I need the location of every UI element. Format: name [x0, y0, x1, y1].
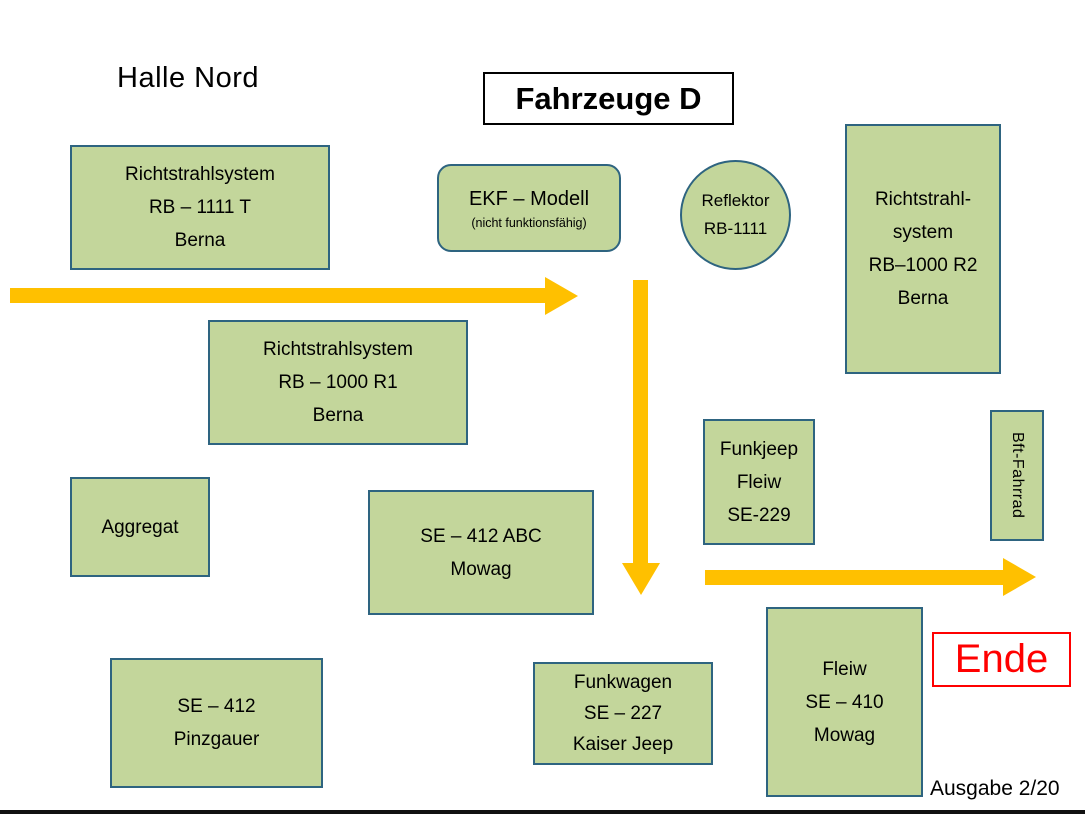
- node-line: Aggregat: [101, 516, 179, 538]
- node-bft-fahrrad: Bft-Fahrrad: [990, 410, 1044, 541]
- node-line: Mowag: [450, 558, 512, 580]
- node-line: SE – 412 ABC: [420, 525, 542, 547]
- node-funkjeep-se229: Funkjeep Fleiw SE-229: [703, 419, 815, 545]
- node-reflektor-rb1111: Reflektor RB-1111: [680, 160, 791, 270]
- node-line: Funkwagen: [573, 672, 673, 693]
- arrow-shaft: [705, 570, 1003, 585]
- node-line: SE-229: [727, 504, 791, 526]
- node-richtstrahlsystem-rb1111t: Richtstrahlsystem RB – 1111 T Berna: [70, 145, 330, 270]
- node-line: Funkjeep: [719, 438, 799, 460]
- node-aggregat: Aggregat: [70, 477, 210, 577]
- node-se412-pinzgauer: SE – 412 Pinzgauer: [110, 658, 323, 788]
- node-line: Bft-Fahrrad: [1009, 432, 1026, 519]
- node-line: Reflektor: [701, 191, 770, 210]
- node-fleiw-se410-mowag: Fleiw SE – 410 Mowag: [766, 607, 923, 797]
- node-line: RB – 1111 T: [148, 197, 252, 218]
- node-line: Berna: [897, 288, 949, 309]
- edition-label: Ausgabe 2/20: [930, 777, 1060, 800]
- node-line: system: [892, 222, 954, 243]
- node-subtitle: (nicht funktionsfähig): [471, 216, 587, 230]
- node-line: Kaiser Jeep: [572, 734, 674, 755]
- arrow-shaft: [633, 280, 648, 563]
- arrow-right-icon: [545, 277, 578, 315]
- node-line: Fleiw: [736, 471, 782, 493]
- node-richtstrahlsystem-rb1000r2: Richtstrahl- system RB–1000 R2 Berna: [845, 124, 1001, 374]
- node-line: Pinzgauer: [173, 729, 260, 750]
- hall-title: Halle Nord: [117, 62, 259, 94]
- node-line: EKF – Modell: [468, 188, 590, 210]
- arrow-down-icon: [622, 563, 660, 595]
- ende-marker: Ende: [932, 632, 1071, 687]
- arrow-right-icon: [1003, 558, 1036, 596]
- header-box-fahrzeuge-d: Fahrzeuge D: [483, 72, 734, 125]
- node-line: SE – 410: [805, 691, 884, 713]
- node-line: Richtstrahlsystem: [125, 164, 275, 185]
- node-funkwagen-se227: Funkwagen SE – 227 Kaiser Jeep: [533, 662, 713, 765]
- bottom-border-line: [0, 810, 1085, 814]
- node-line: RB – 1000 R1: [278, 372, 398, 393]
- node-line: Richtstrahl-: [874, 189, 972, 210]
- arrow-shaft: [10, 288, 545, 303]
- node-line: Richtstrahlsystem: [263, 339, 413, 360]
- node-line: RB-1111: [703, 219, 768, 238]
- node-line: RB–1000 R2: [868, 255, 978, 276]
- node-line: Berna: [312, 405, 364, 426]
- node-ekf-modell: EKF – Modell (nicht funktionsfähig): [437, 164, 621, 252]
- node-se412-abc-mowag: SE – 412 ABC Mowag: [368, 490, 594, 615]
- node-line: SE – 412: [177, 696, 256, 717]
- node-line: Fleiw: [822, 658, 867, 680]
- node-line: Mowag: [813, 724, 876, 746]
- node-line: Berna: [174, 230, 226, 251]
- node-line: SE – 227: [583, 703, 663, 724]
- node-richtstrahlsystem-rb1000r1: Richtstrahlsystem RB – 1000 R1 Berna: [208, 320, 468, 445]
